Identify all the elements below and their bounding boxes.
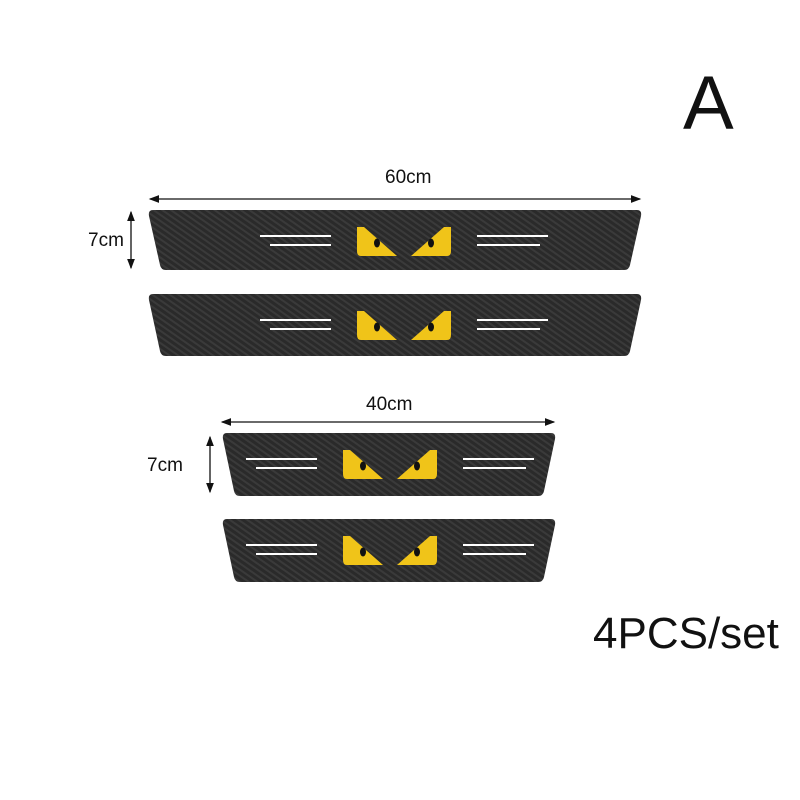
right-pupil (414, 461, 420, 471)
sill-strip (222, 433, 556, 496)
variant-label: A (683, 61, 734, 146)
strip-body (148, 210, 642, 270)
left-pupil (360, 461, 366, 471)
left-pupil (360, 547, 366, 557)
strip-body (148, 294, 642, 356)
long-height-label: 7cm (88, 230, 124, 251)
short-length-label: 40cm (366, 394, 413, 415)
long-length-label: 60cm (385, 167, 432, 188)
sill-strip (222, 519, 556, 582)
quantity-label: 4PCS/set (593, 609, 779, 658)
left-pupil (374, 322, 380, 332)
right-pupil (428, 238, 434, 248)
strip-body (222, 519, 556, 582)
sill-strip (148, 294, 642, 356)
short-height-label: 7cm (147, 455, 183, 476)
right-pupil (428, 322, 434, 332)
strip-body (222, 433, 556, 496)
right-pupil (414, 547, 420, 557)
sill-strip (148, 210, 642, 270)
left-pupil (374, 238, 380, 248)
